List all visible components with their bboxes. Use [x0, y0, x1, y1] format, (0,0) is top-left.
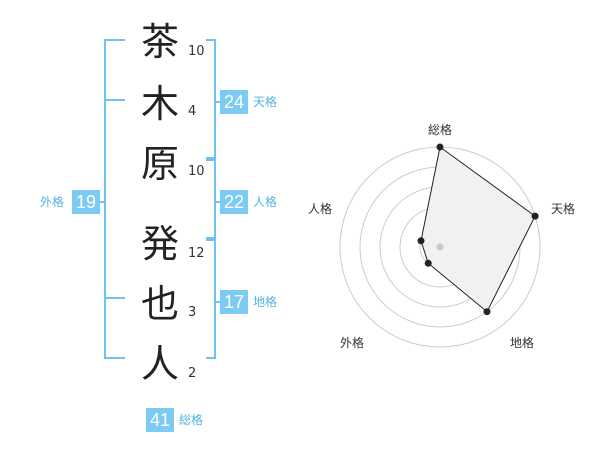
radar-point-4 — [424, 259, 432, 267]
radar-label-tenkaku: 天格 — [551, 202, 576, 216]
tenkaku-label: 天格 — [253, 95, 278, 109]
stroke-count-4: 12 — [188, 246, 205, 261]
radar-label-chikaku: 地格 — [510, 336, 535, 350]
radar-label-soukaku: 総格 — [428, 123, 453, 137]
tenkaku-value: 24 — [220, 90, 248, 114]
soukaku-value: 41 — [146, 408, 174, 432]
radar-point-5 — [417, 237, 425, 245]
jinkaku-value: 22 — [220, 190, 248, 214]
gaikaku-label: 外格 — [40, 195, 65, 209]
radar-label-jinkaku: 人格 — [308, 202, 333, 216]
stroke-count-1: 10 — [188, 44, 205, 59]
radar-point-3 — [483, 308, 491, 316]
radar-label-gaikaku: 外格 — [340, 336, 365, 350]
gaikaku-bracket — [104, 39, 125, 359]
name-char-2: 木 — [140, 82, 179, 126]
radar-point-2 — [531, 212, 539, 220]
name-char-1: 茶 — [140, 20, 179, 64]
soukaku-label: 総格 — [179, 413, 204, 427]
stroke-count-5: 3 — [188, 305, 197, 320]
stroke-count-3: 10 — [188, 164, 205, 179]
tenkaku-bracket — [206, 39, 216, 159]
chikaku-label: 地格 — [253, 295, 278, 309]
gaikaku-value: 19 — [72, 190, 100, 214]
chikaku-value: 17 — [220, 290, 248, 314]
stroke-count-2: 4 — [188, 104, 197, 119]
name-char-3: 原 — [140, 142, 179, 186]
radar-area — [420, 146, 536, 313]
name-char-6: 人 — [140, 342, 179, 386]
radar-point-1 — [436, 143, 444, 151]
name-char-4: 発 — [140, 222, 179, 266]
radar-center-dot — [436, 243, 444, 251]
jinkaku-label: 人格 — [253, 195, 278, 209]
stroke-count-6: 2 — [188, 366, 197, 381]
chikaku-bracket — [206, 239, 216, 359]
name-char-5: 也 — [140, 282, 179, 326]
jinkaku-bracket — [206, 159, 216, 239]
